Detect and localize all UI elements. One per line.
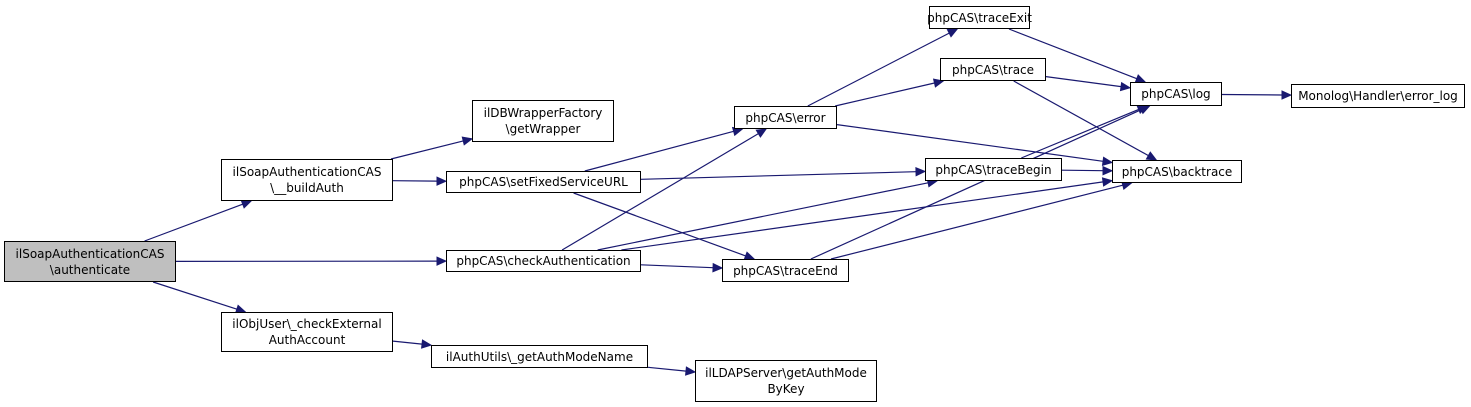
node-get-wrapper[interactable]: ilDBWrapperFactory \getWrapper: [472, 100, 614, 142]
edge-error-to-trace: [835, 82, 935, 107]
arrowhead-error-to-traceExit: [946, 28, 959, 38]
edge-traceEnd-to-log: [810, 109, 1142, 260]
edge-traceEnd-to-backtrace: [830, 184, 1123, 260]
arrowhead-getAuthModeName-to-getAuthModeByKey: [685, 366, 697, 376]
edge-authenticate-to-buildAuth: [144, 203, 243, 242]
edge-log-to-errorLog: [1221, 93, 1283, 96]
node-check-external-auth-account[interactable]: ilObjUser\_checkExternal AuthAccount: [221, 312, 393, 352]
arrowhead-log-to-errorLog: [1281, 90, 1293, 100]
node-error-log[interactable]: Monolog\Handler\error_log: [1291, 84, 1465, 108]
arrowhead-buildAuth-to-getWrapper: [461, 136, 474, 146]
arrowhead-error-to-backtrace: [1101, 156, 1114, 166]
edge-traceExit-to-log: [1008, 28, 1138, 80]
node-get-auth-mode-by-key[interactable]: ilLDAPServer\getAuthMode ByKey: [695, 360, 877, 402]
arrowhead-checkAuthentication-to-error: [755, 128, 768, 138]
edge-getAuthModeName-to-getAuthModeByKey: [647, 366, 687, 372]
node-get-auth-mode-name[interactable]: ilAuthUtils\_getAuthModeName: [431, 345, 648, 368]
arrowhead-authenticate-to-checkAuthentication: [436, 256, 448, 266]
edge-trace-to-backtrace: [1013, 80, 1149, 157]
node-error[interactable]: phpCAS\error: [734, 106, 837, 129]
node-trace-exit[interactable]: phpCAS\traceExit: [927, 6, 1032, 29]
edge-traceBegin-to-log: [1021, 108, 1139, 159]
node-backtrace[interactable]: phpCAS\backtrace: [1112, 160, 1242, 183]
edge-buildAuth-to-getWrapper: [390, 140, 464, 160]
arrowhead-checkAuthentication-to-backtrace: [1101, 177, 1114, 187]
arrowhead-checkExternal-to-getAuthModeName: [421, 339, 433, 349]
node-trace-end[interactable]: phpCAS\traceEnd: [722, 259, 849, 282]
node-log[interactable]: phpCAS\log: [1130, 82, 1222, 106]
node-trace[interactable]: phpCAS\trace: [940, 58, 1046, 81]
node-set-fixed-service-url[interactable]: phpCAS\setFixedServiceURL: [446, 171, 641, 193]
node-trace-begin[interactable]: phpCAS\traceBegin: [925, 158, 1062, 181]
node-build-auth[interactable]: ilSoapAuthenticationCAS \__buildAuth: [221, 159, 393, 201]
edge-setFixedServiceURL-to-traceEnd: [573, 192, 746, 257]
arrowhead-setFixedServiceURL-to-traceBegin: [915, 166, 927, 177]
edge-checkAuthentication-to-error: [561, 133, 759, 251]
edge-setFixedServiceURL-to-traceBegin: [640, 171, 917, 180]
arrowhead-trace-to-log: [1119, 81, 1132, 92]
edge-trace-to-log: [1045, 76, 1122, 88]
edge-setFixedServiceURL-to-error: [584, 130, 734, 172]
edge-error-to-traceExit: [807, 32, 950, 107]
edge-checkAuthentication-to-traceEnd: [640, 264, 714, 269]
node-authenticate: ilSoapAuthenticationCAS \authenticate: [4, 241, 176, 282]
edge-authenticate-to-checkExternal: [152, 281, 238, 310]
arrowhead-trace-to-backtrace: [1145, 151, 1158, 161]
edge-traceBegin-to-backtrace: [1061, 169, 1104, 172]
edge-error-to-backtrace: [836, 124, 1104, 162]
edge-checkAuthentication-to-traceBegin: [597, 182, 929, 251]
arrowhead-traceBegin-to-backtrace: [1102, 165, 1114, 176]
arrowhead-checkAuthentication-to-traceEnd: [712, 262, 724, 273]
arrowhead-authenticate-to-buildAuth: [240, 199, 253, 209]
arrowhead-buildAuth-to-setFixedServiceURL: [436, 176, 448, 186]
arrowhead-traceEnd-to-log: [1138, 105, 1151, 115]
node-check-authentication[interactable]: phpCAS\checkAuthentication: [446, 250, 641, 272]
edge-checkExternal-to-getAuthModeName: [392, 340, 423, 345]
arrowhead-error-to-trace: [932, 78, 945, 88]
edge-checkAuthentication-to-backtrace: [621, 181, 1104, 251]
